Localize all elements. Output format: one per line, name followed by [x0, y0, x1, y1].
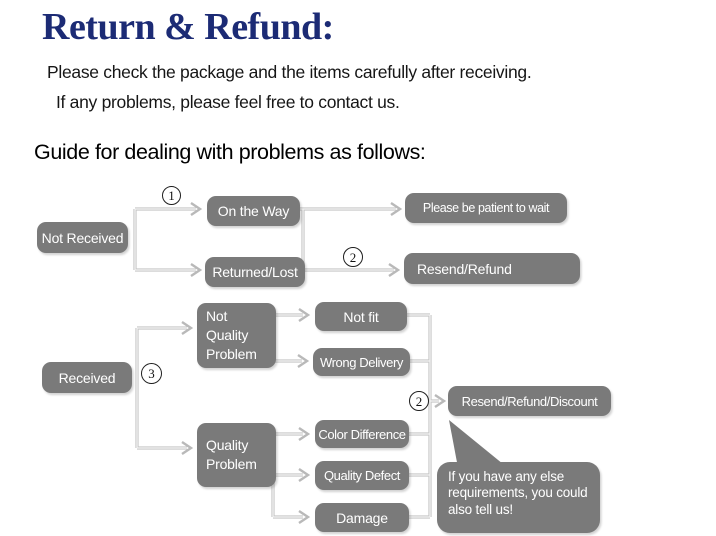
flow-node-quality-problem: Quality Problem: [197, 423, 276, 487]
flow-node-resend-refund-discount: Resend/Refund/Discount: [448, 386, 611, 416]
flow-node-color-difference: Color Difference: [315, 420, 409, 448]
step-badge-3: 3: [141, 363, 162, 384]
flow-node-received: Received: [42, 362, 132, 393]
flow-node-quality-defect: Quality Defect: [315, 461, 409, 490]
speech-bubble-tail: [449, 420, 503, 473]
arrow-chevron-icons: [181, 202, 447, 524]
flow-node-not-fit: Not fit: [315, 302, 407, 331]
flow-node-returned-lost: Returned/Lost: [205, 257, 305, 287]
flow-node-damage: Damage: [315, 503, 409, 532]
flow-node-on-the-way: On the Way: [207, 196, 300, 226]
intro-line-1: Please check the package and the items c…: [47, 62, 532, 82]
flow-node-please-be-patient: Please be patient to wait: [405, 193, 567, 223]
step-badge-2: 2: [343, 247, 363, 267]
connector-lines: [133, 207, 439, 519]
flow-node-not-quality-problem: Not Quality Problem: [197, 303, 276, 368]
step-badge-1: 1: [162, 186, 181, 205]
flow-node-wrong-delivery: Wrong Delivery: [313, 348, 410, 376]
intro-line-2: If any problems, please feel free to con…: [56, 92, 400, 112]
page-title: Return & Refund:: [42, 6, 334, 48]
step-badge-2b: 2: [409, 391, 429, 411]
flow-node-resend-refund: Resend/Refund: [404, 253, 580, 284]
note-speech-bubble: If you have any else requirements, you c…: [437, 462, 600, 533]
flow-node-not-received: Not Received: [37, 222, 128, 253]
guide-heading: Guide for dealing with problems as follo…: [34, 140, 426, 164]
